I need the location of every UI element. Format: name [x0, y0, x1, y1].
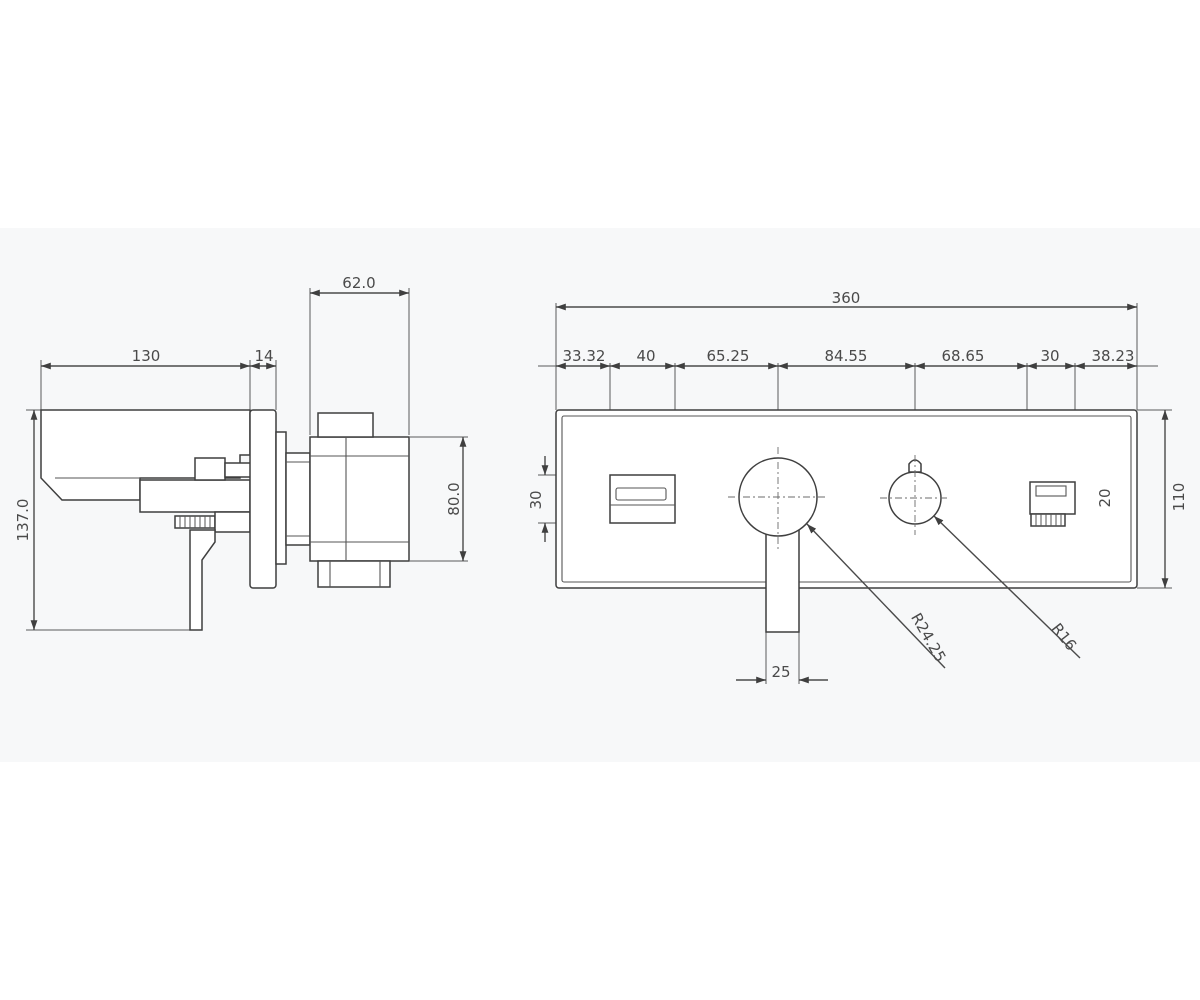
dim-label-width: 130 [132, 347, 161, 365]
lever-handle [765, 519, 800, 633]
dim-label-seg-6: 30 [1040, 347, 1059, 365]
dim-label-body-height: 80.0 [445, 482, 463, 515]
dim-label-seg-1: 33.32 [563, 347, 606, 365]
dim-label-seg-5: 68.65 [942, 347, 985, 365]
side-view: 130 14 62.0 137.0 80.0 [14, 274, 468, 631]
bracket [189, 529, 216, 631]
dim-label-lever-width: 25 [771, 663, 790, 681]
dim-label-seg-2: 40 [636, 347, 655, 365]
dim-label-outlet-height: 20 [1096, 488, 1114, 507]
dim-label-spout-height: 30 [527, 490, 545, 509]
dim-label-plate: 14 [254, 347, 273, 365]
lever-body [139, 479, 251, 513]
dim-label-height: 137.0 [14, 499, 32, 542]
front-plate [555, 409, 1138, 589]
dim-label-plate-height: 110 [1170, 483, 1188, 512]
leader-handle-radius [806, 523, 946, 669]
wall-plate [249, 409, 277, 589]
shower-outlet [1029, 481, 1076, 515]
leader-knob-radius [933, 515, 1081, 659]
dim-label-seg-7: 38.23 [1092, 347, 1135, 365]
dim-label-total: 360 [832, 289, 861, 307]
front-view: 360 33.32 40 65.25 84.55 68.65 30 38.23 … [527, 289, 1188, 684]
spout-face [609, 474, 676, 524]
dim-label-handle-radius: R24.25 [907, 610, 949, 665]
dim-label-seg-3: 65.25 [707, 347, 750, 365]
dim-label-seg-4: 84.55 [825, 347, 868, 365]
dim-label-knob-radius: R16 [1048, 620, 1080, 654]
dim-label-body: 62.0 [342, 274, 375, 292]
